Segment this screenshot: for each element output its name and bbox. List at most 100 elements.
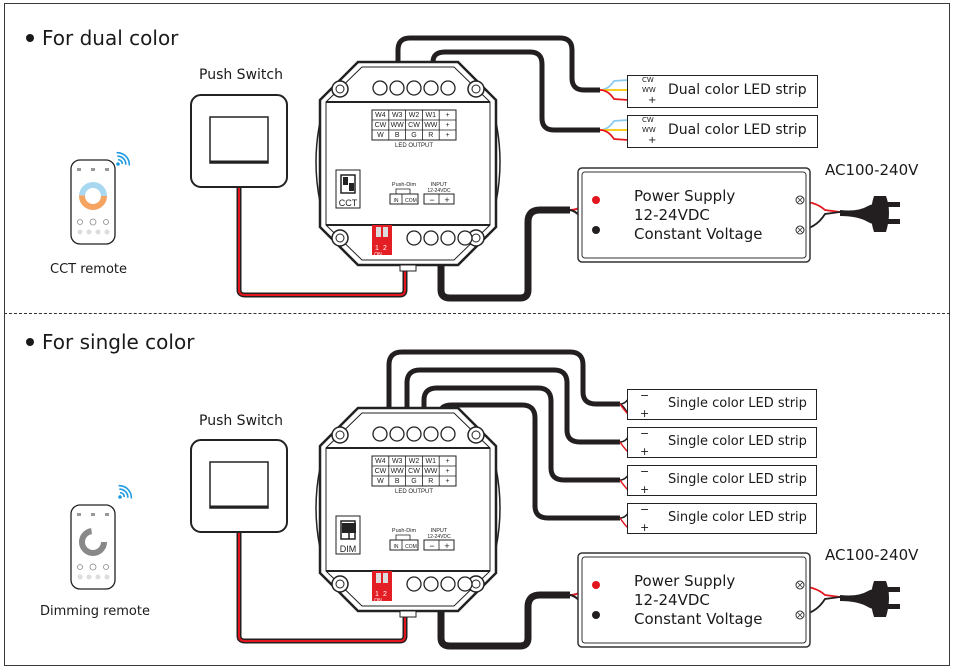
ac-plug-icon — [840, 581, 900, 617]
strip-cable-single-1 — [386, 349, 620, 413]
table-cell: W — [377, 478, 384, 485]
wireless-signal-icon — [117, 482, 135, 500]
ps-line: Power Supply — [634, 572, 736, 590]
table-cell: WW — [424, 122, 438, 129]
push-switch-label: Push Switch — [199, 67, 283, 83]
pin-label: − — [640, 465, 650, 478]
table-cell: W3 — [392, 112, 403, 119]
table-cell: R — [428, 132, 433, 139]
input-pin: + — [444, 195, 449, 205]
push-dim-pin: COM — [405, 198, 417, 204]
led-strip-single-2: − + Single color LED strip — [627, 427, 817, 458]
push-switch-wire-single — [236, 533, 408, 644]
bullet-icon — [26, 337, 34, 346]
pin-label: − — [640, 389, 650, 402]
input-label: INPUT — [431, 182, 448, 188]
dim-wheel — [79, 528, 107, 556]
table-caption: LED OUTPUT — [395, 489, 433, 495]
table-cell: + — [446, 458, 450, 465]
table-cell: W — [377, 132, 384, 139]
strip-name: Dual color LED strip — [668, 82, 807, 98]
input-voltage: 12-24VDC — [427, 188, 451, 194]
table-cell: W1 — [426, 458, 437, 465]
table-cell: G — [411, 478, 416, 485]
input-pin: + — [444, 541, 449, 551]
mode-switch-label: DIM — [340, 544, 357, 554]
push-switch-single[interactable] — [189, 438, 289, 534]
pin-label: + — [648, 95, 657, 106]
controller-dual — [314, 60, 502, 273]
push-dim-pin: IN — [394, 198, 399, 204]
table-cell: W2 — [409, 112, 420, 119]
ps-line: Constant Voltage — [634, 610, 763, 628]
push-switch-dual[interactable] — [189, 93, 289, 189]
table-cell: + — [446, 112, 450, 119]
input-pin: − — [429, 541, 434, 551]
strip-cable-single-2 — [404, 367, 620, 445]
dimming-remote-icon — [70, 504, 116, 590]
table-cell: B — [395, 478, 400, 485]
power-cable-dual — [437, 206, 570, 302]
push-dim-pin: COM — [405, 544, 417, 550]
strip-name: Single color LED strip — [668, 396, 807, 411]
pin-label: CW — [642, 116, 654, 124]
table-cell: CW — [408, 468, 420, 475]
pin-label: + — [640, 407, 650, 420]
table-cell: W1 — [426, 112, 437, 119]
strip-cable-single-3 — [421, 385, 620, 483]
table-cell: + — [446, 132, 450, 139]
wireless-signal-icon — [115, 149, 133, 167]
dip-label: 1 — [375, 245, 379, 252]
pin-label: − — [640, 503, 650, 516]
push-switch-label: Push Switch — [199, 413, 283, 429]
ac-voltage-label: AC100-240V — [825, 161, 919, 179]
section-divider — [4, 313, 950, 314]
bullet-icon — [26, 33, 34, 42]
led-strip-single-4: − + Single color LED strip — [627, 503, 817, 534]
table-cell: WW — [424, 468, 438, 475]
dip-on-label: ON — [374, 598, 382, 604]
table-cell: R — [428, 478, 433, 485]
input-pin: − — [429, 195, 434, 205]
pin-label: + — [640, 483, 650, 496]
cct-remote-label: CCT remote — [50, 262, 127, 277]
table-cell: + — [446, 478, 450, 485]
input-label: INPUT — [431, 528, 448, 534]
strip-cable-dual-1 — [395, 35, 600, 93]
section-title-single: For single color — [26, 330, 194, 354]
strip-name: Dual color LED strip — [668, 122, 807, 138]
table-cell: W3 — [392, 458, 403, 465]
power-cable-single — [437, 591, 570, 650]
table-cell: WW — [391, 468, 405, 475]
cct-remote-icon — [70, 159, 116, 245]
led-strip-single-1: − + Single color LED strip — [627, 389, 817, 420]
table-cell: W4 — [375, 112, 386, 119]
strip-name: Single color LED strip — [668, 472, 807, 487]
table-cell: W2 — [409, 458, 420, 465]
pin-label: + — [640, 521, 650, 534]
push-switch-wire-dual — [236, 187, 408, 298]
input-voltage: 12-24VDC — [427, 534, 451, 540]
pin-label: − — [640, 427, 650, 440]
push-dim-label: Push-Dim — [392, 528, 417, 534]
section-title-dual: For dual color — [26, 26, 178, 50]
dip-label: 2 — [383, 591, 387, 598]
strip-cable-dual-2 — [430, 49, 600, 133]
strip-name: Single color LED strip — [668, 510, 807, 525]
dip-label: 1 — [375, 591, 379, 598]
ac-voltage-label: AC100-240V — [825, 546, 919, 564]
push-dim-pin: IN — [394, 544, 399, 550]
pin-label: WW — [642, 86, 656, 94]
led-strip-dual-1: CW WW + Dual color LED strip — [627, 75, 818, 108]
ps-line: 12-24VDC — [634, 591, 710, 609]
table-cell: W4 — [375, 458, 386, 465]
table-cell: WW — [391, 122, 405, 129]
push-dim-label: Push-Dim — [392, 182, 417, 188]
table-cell: G — [411, 132, 416, 139]
diagram-frame — [4, 3, 950, 666]
led-strip-dual-2: CW WW + Dual color LED strip — [627, 115, 818, 148]
pin-label: WW — [642, 126, 656, 134]
table-cell: CW — [375, 122, 387, 129]
table-cell: + — [446, 468, 450, 475]
